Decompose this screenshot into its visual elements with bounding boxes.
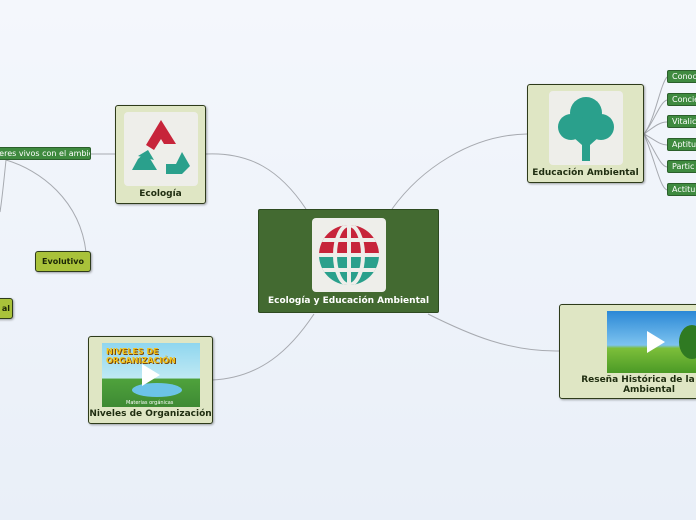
recycle-icon [132,120,190,174]
educacion-item-4[interactable]: Aptitu [667,138,696,151]
educacion-topic[interactable]: Educación Ambiental [527,84,644,183]
educacion-icon-frame [549,91,623,165]
niveles-title: Niveles de Organización [89,409,212,419]
left-partial-label: al [1,304,10,313]
educacion-item-2[interactable]: Concie [667,93,696,106]
ecologia-icon-frame [124,112,198,186]
evolutivo-node[interactable]: Evolutivo [35,251,91,272]
play-icon [142,364,160,386]
evolutivo-label: Evolutivo [42,257,84,266]
educacion-item-3[interactable]: Vitalic [667,115,696,128]
resena-video-thumbnail[interactable] [607,311,696,373]
left-partial-node[interactable]: al [0,298,13,319]
central-title: Ecología y Educación Ambiental [267,296,430,306]
central-topic[interactable]: Ecología y Educación Ambiental [258,209,439,313]
educacion-item-5[interactable]: Partic [667,160,696,173]
globe-icon [319,225,379,285]
educacion-item-1[interactable]: Conoc [667,70,696,83]
ecologia-child-pill[interactable]: seres vivos con el ambiente [0,147,91,160]
tree-silhouette [679,325,696,359]
niveles-topic[interactable]: NIVELES DE ORGANIZACIÓN Materias orgánic… [88,336,213,424]
educacion-item-6[interactable]: Actitu [667,183,696,196]
niveles-thumb-caption: Materias orgánicas [126,400,174,406]
tree-icon [558,97,614,161]
niveles-thumb-title: NIVELES DE ORGANIZACIÓN [106,347,176,365]
resena-topic[interactable]: Reseña Histórica de la Edu Ambiental [559,304,696,399]
resena-title: Reseña Histórica de la Edu Ambiental [581,375,696,395]
play-icon [647,331,665,353]
ecologia-topic[interactable]: Ecología [115,105,206,204]
ecologia-title: Ecología [139,189,182,199]
niveles-video-thumbnail[interactable]: NIVELES DE ORGANIZACIÓN Materias orgánic… [102,343,200,407]
central-icon-frame [312,218,386,292]
educacion-title: Educación Ambiental [532,168,639,178]
pond-shape [132,383,182,397]
